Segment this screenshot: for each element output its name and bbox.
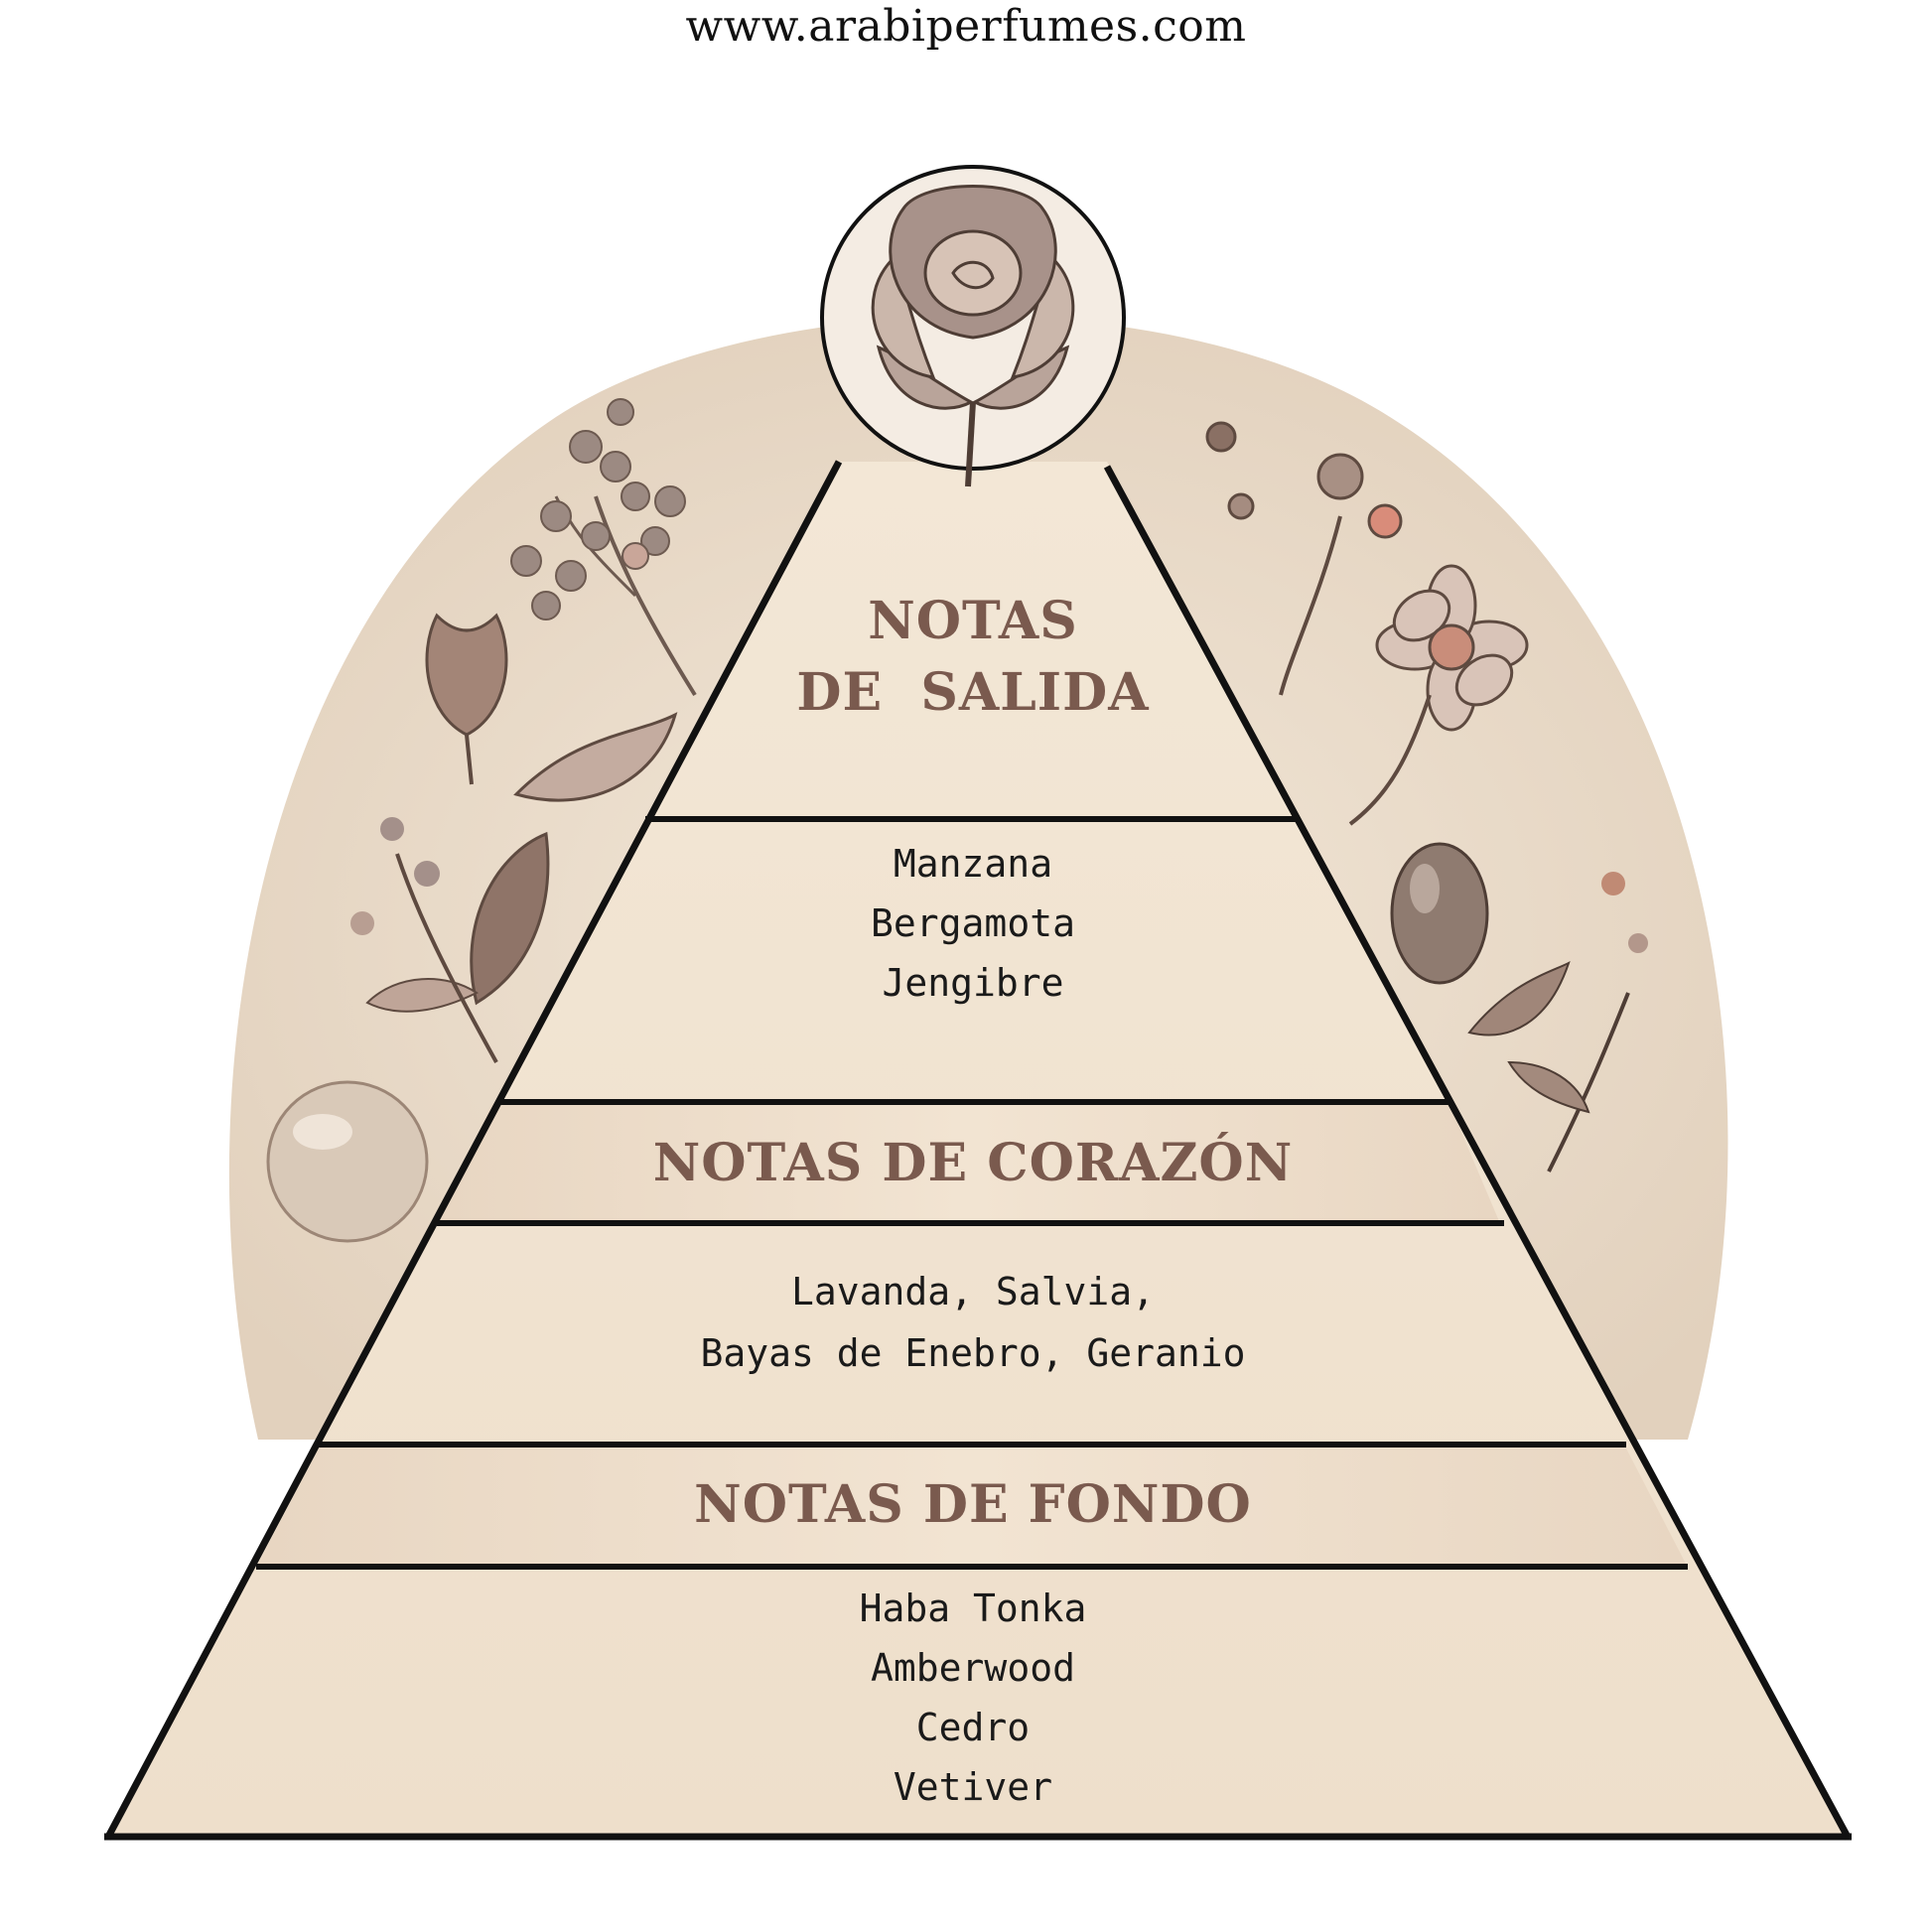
top-notes-title-line1: NOTAS [675,586,1271,657]
website-url[interactable]: www.arabiperfumes.com [0,0,1932,54]
note-item: Bayas de Enebro, Geranio [477,1322,1469,1384]
note-item: Vetiver [477,1757,1469,1817]
top-notes-title-line2: DE SALIDA [675,657,1271,729]
heart-notes-title: NOTAS DE CORAZÓN [477,1128,1469,1199]
note-item: Amberwood [477,1638,1469,1698]
heart-notes-list: Lavanda, Salvia, Bayas de Enebro, Gerani… [477,1261,1469,1384]
top-notes-title: NOTAS DE SALIDA [675,586,1271,729]
note-item: Haba Tonka [477,1579,1469,1638]
base-notes-title: NOTAS DE FONDO [477,1469,1469,1541]
base-notes-list: Haba Tonka Amberwood Cedro Vetiver [477,1579,1469,1817]
note-item: Cedro [477,1698,1469,1757]
note-item: Bergamota [675,894,1271,953]
note-item: Lavanda, Salvia, [477,1261,1469,1322]
round-fruit-icon [268,1082,427,1241]
note-item: Manzana [675,834,1271,894]
top-notes-list: Manzana Bergamota Jengibre [675,834,1271,1013]
note-item: Jengibre [675,953,1271,1013]
